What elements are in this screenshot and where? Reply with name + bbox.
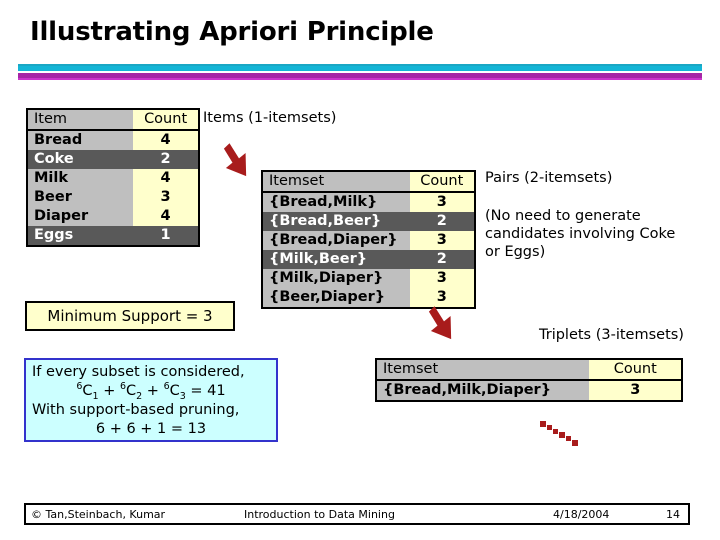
minimum-support-box: Minimum Support = 3: [25, 301, 235, 331]
pairs-row-itemset: {Milk,Beer}: [262, 250, 410, 269]
coke-note-line-1: (No need to generate: [485, 208, 641, 224]
pruning-line-3: With support-based pruning,: [32, 402, 240, 418]
formula-sup-1: 6: [76, 381, 83, 393]
footer-book-title: Introduction to Data Mining: [244, 508, 395, 521]
pairs-row-count: 3: [409, 288, 475, 308]
coke-eggs-note: (No need to generate candidates involvin…: [485, 207, 715, 261]
formula-base-2: 6C2: [119, 381, 143, 402]
table-row[interactable]: Eggs 1: [27, 226, 199, 246]
triplets-row-itemset: {Bread,Milk,Diaper}: [376, 380, 590, 401]
pairs-row-count: 3: [409, 269, 475, 288]
coke-note-line-2: candidates involving Coke: [485, 226, 676, 242]
pairs-row-count: 3: [409, 231, 475, 250]
items-row-count: 4: [133, 130, 199, 150]
formula-sub-1: 1: [92, 390, 99, 402]
coke-note-line-3: or Eggs): [485, 244, 546, 260]
formula-c-1: C: [82, 383, 93, 399]
arrow-down-right-icon: [425, 303, 459, 345]
footer-date: 4/18/2004: [553, 508, 610, 521]
items-row-count: 2: [133, 150, 199, 169]
items-row-item: Diaper: [27, 207, 134, 226]
pairs-table-header-count: Count: [409, 171, 475, 193]
items-table-header-count: Count: [133, 109, 199, 131]
table-row[interactable]: Diaper 4: [27, 207, 199, 226]
pairs-table-header-itemset: Itemset: [262, 171, 410, 193]
triplets-table-header-itemset: Itemset: [376, 359, 590, 381]
table-row[interactable]: Beer 3: [27, 188, 199, 207]
pairs-row-itemset: {Beer,Diaper}: [262, 288, 410, 308]
pruning-summary-box: If every subset is considered, 6C1 + 6C2…: [24, 358, 278, 442]
pairs-row-itemset: {Milk,Diaper}: [262, 269, 410, 288]
divider-cyan-thin: [18, 64, 702, 66]
footer-page-number: 14: [666, 508, 680, 521]
items-row-item: Coke: [27, 150, 134, 169]
items-row-count: 4: [133, 169, 199, 188]
divider-cyan-thick: [18, 66, 702, 71]
divider-gap: [18, 71, 702, 73]
items-row-item: Eggs: [27, 226, 134, 246]
formula-plus-2: +: [146, 383, 159, 399]
pairs-table-header-row: Itemset Count: [262, 171, 475, 193]
pruning-line-1: If every subset is considered,: [32, 364, 245, 380]
formula-base-3: 6C3: [163, 381, 186, 402]
formula-c-3: C: [169, 383, 180, 399]
pairs-row-count: 3: [409, 192, 475, 212]
triplets-table-header-count: Count: [589, 359, 682, 381]
items-row-count: 4: [133, 207, 199, 226]
pruning-formula: 6C1 + 6C2 + 6C3 = 41: [32, 382, 270, 401]
pairs-row-itemset: {Bread,Beer}: [262, 212, 410, 231]
formula-base-1: 6C1: [76, 381, 99, 402]
triplets-caption: Triplets (3-itemsets): [539, 327, 684, 343]
formula-sup-3: 6: [163, 381, 170, 393]
table-row[interactable]: {Milk,Diaper} 3: [262, 269, 475, 288]
formula-sup-2: 6: [119, 381, 127, 393]
table-row[interactable]: {Bread,Beer} 2: [262, 212, 475, 231]
items-table: Item Count Bread 4 Coke 2 Milk 4 Beer 3 …: [26, 108, 200, 247]
formula-equals: =: [190, 383, 203, 399]
formula-c-2: C: [126, 383, 137, 399]
items-row-item: Beer: [27, 188, 134, 207]
pruning-line-4: 6 + 6 + 1 = 13: [95, 421, 207, 437]
divider-magenta: [18, 73, 702, 78]
title-divider: [18, 64, 702, 80]
table-row[interactable]: {Bread,Diaper} 3: [262, 231, 475, 250]
items-row-item: Milk: [27, 169, 134, 188]
items-table-header-row: Item Count: [27, 109, 199, 131]
triplets-table: Itemset Count {Bread,Milk,Diaper} 3: [375, 358, 683, 402]
table-row[interactable]: {Bread,Milk} 3: [262, 192, 475, 212]
table-row[interactable]: Coke 2: [27, 150, 199, 169]
pairs-row-itemset: {Bread,Diaper}: [262, 231, 410, 250]
pairs-row-itemset: {Bread,Milk}: [262, 192, 410, 212]
pairs-caption: Pairs (2-itemsets): [485, 170, 613, 186]
items-row-count: 1: [133, 226, 199, 246]
pairs-table: Itemset Count {Bread,Milk} 3 {Bread,Beer…: [261, 170, 476, 309]
footer-copyright: © Tan,Steinbach, Kumar: [31, 508, 166, 521]
items-row-item: Bread: [27, 130, 134, 150]
arrow-down-right-icon: [220, 140, 254, 182]
page-title: Illustrating Apriori Principle: [30, 17, 434, 47]
triplets-table-header-row: Itemset Count: [376, 359, 682, 381]
table-row[interactable]: Milk 4: [27, 169, 199, 188]
table-row[interactable]: {Bread,Milk,Diaper} 3: [376, 380, 682, 401]
formula-total: 41: [207, 383, 226, 399]
items-table-header-item: Item: [27, 109, 134, 131]
items-row-count: 3: [133, 188, 199, 207]
table-row[interactable]: {Beer,Diaper} 3: [262, 288, 475, 308]
dotted-diagonal-trail-icon: [540, 420, 588, 452]
items-caption: Items (1-itemsets): [203, 110, 337, 126]
table-row[interactable]: {Milk,Beer} 2: [262, 250, 475, 269]
pairs-row-count: 2: [409, 250, 475, 269]
footer: © Tan,Steinbach, Kumar Introduction to D…: [24, 503, 690, 525]
formula-sub-3: 3: [179, 390, 186, 402]
divider-magenta-thin: [18, 78, 702, 80]
pairs-row-count: 2: [409, 212, 475, 231]
formula-sub-2: 2: [136, 390, 143, 402]
formula-plus-1: +: [103, 383, 116, 399]
table-row[interactable]: Bread 4: [27, 130, 199, 150]
triplets-row-count: 3: [589, 380, 682, 401]
